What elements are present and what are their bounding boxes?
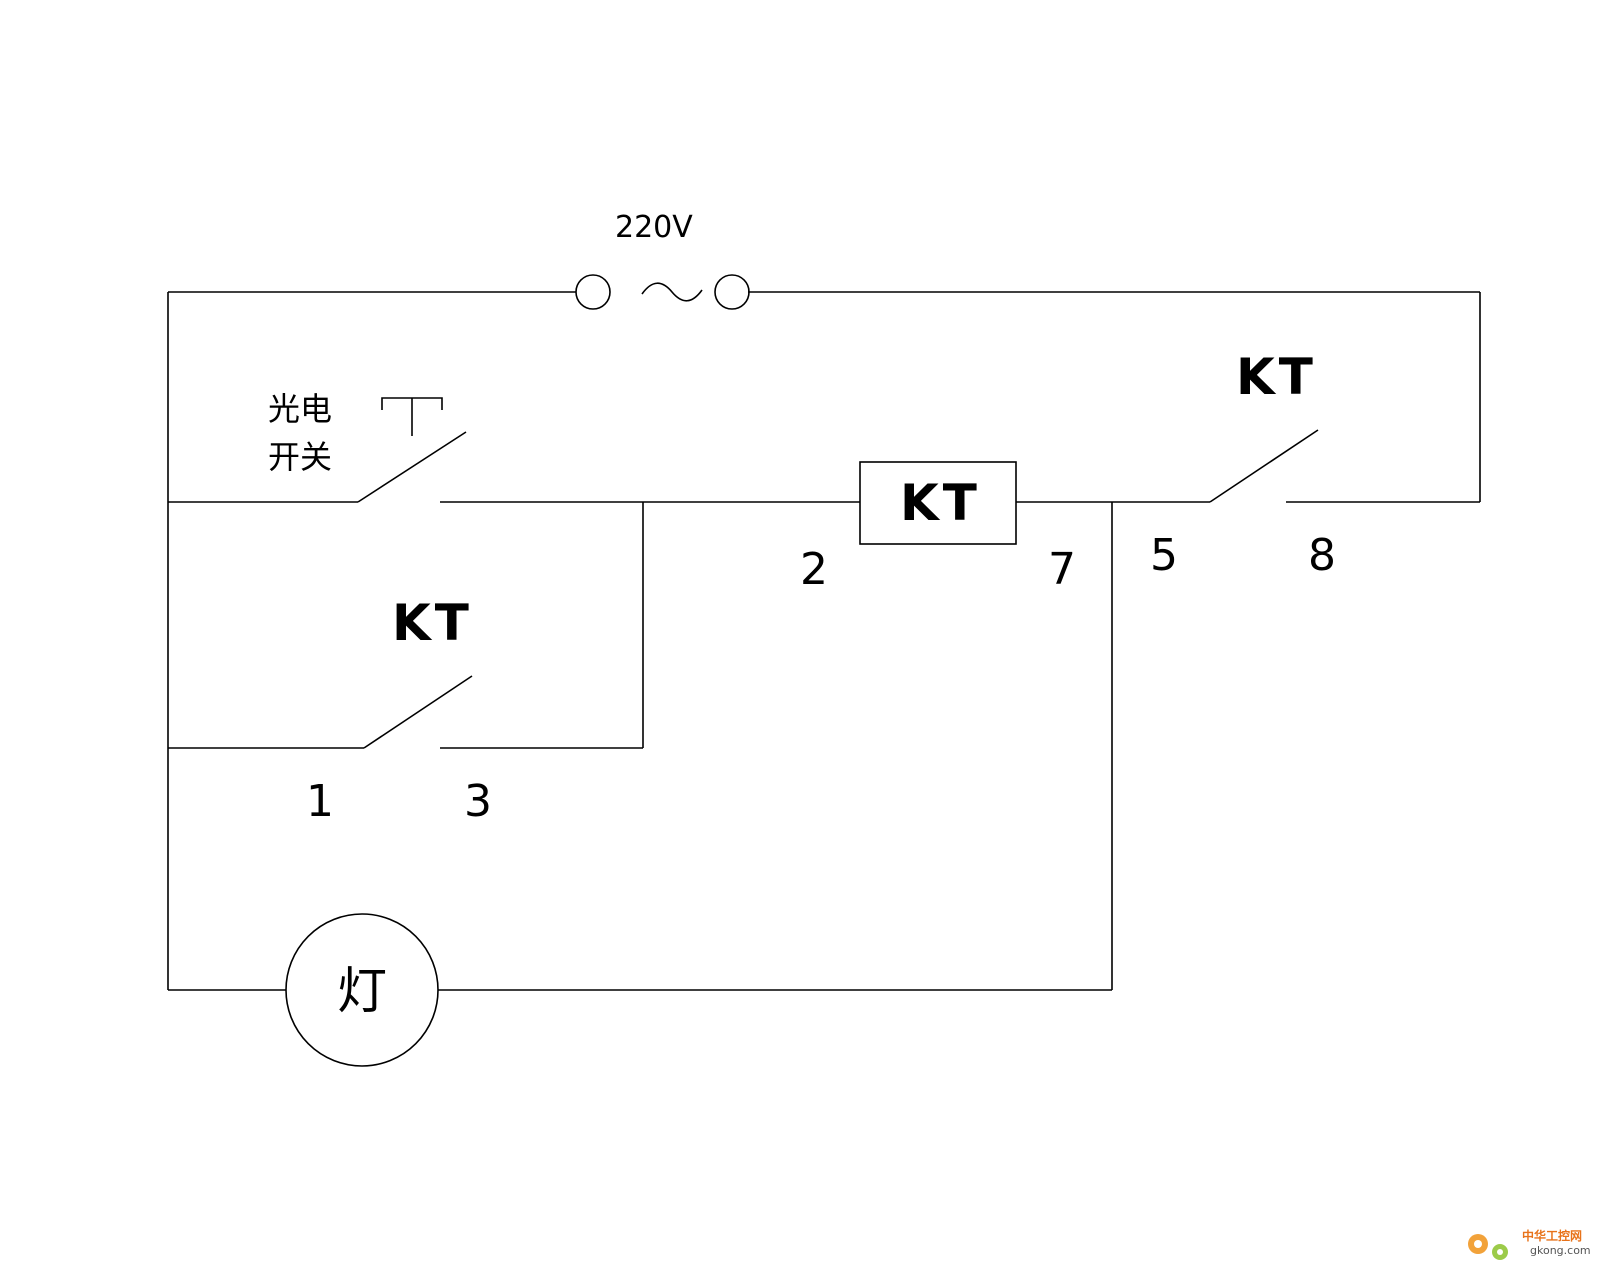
gear-icon: [1468, 1234, 1508, 1260]
watermark: 中华工控网 gkong.com: [1468, 1228, 1591, 1260]
watermark-text-en: gkong.com: [1530, 1244, 1591, 1257]
terminal-3: 3: [464, 776, 492, 827]
output-contact-blade: [1209, 429, 1319, 503]
lamp-label: 灯: [337, 962, 387, 1020]
terminal-8: 8: [1308, 530, 1336, 581]
source-terminal-right: [714, 274, 750, 310]
terminal-5: 5: [1150, 530, 1178, 581]
source-terminal-left: [575, 274, 611, 310]
terminal-7: 7: [1048, 544, 1076, 595]
lamp-branch: 灯: [168, 502, 1113, 1067]
relay-coil-label: KT: [900, 474, 981, 532]
photo-switch-blade: [357, 431, 467, 503]
photo-switch: 光电 开关: [168, 390, 643, 503]
output-contact: KT 5 8: [1150, 348, 1480, 581]
photo-switch-label-line1: 光电: [268, 390, 332, 428]
watermark-text-cn: 中华工控网: [1522, 1228, 1582, 1243]
ac-source: 220V: [575, 210, 750, 310]
ac-tilde-icon: [641, 282, 703, 302]
hold-contact-label: KT: [392, 594, 473, 652]
photo-switch-label-line2: 开关: [268, 438, 332, 476]
terminal-1: 1: [306, 776, 334, 827]
terminal-2: 2: [800, 544, 828, 595]
output-contact-label: KT: [1236, 348, 1317, 406]
supply-wiring: [167, 291, 1481, 990]
voltage-label: 220V: [615, 210, 693, 245]
relay-coil: KT 2 7: [643, 461, 1210, 595]
hold-contact-blade: [363, 675, 473, 749]
relay-coil-box: [859, 461, 1017, 545]
hold-contact: KT 1 3: [168, 502, 644, 827]
